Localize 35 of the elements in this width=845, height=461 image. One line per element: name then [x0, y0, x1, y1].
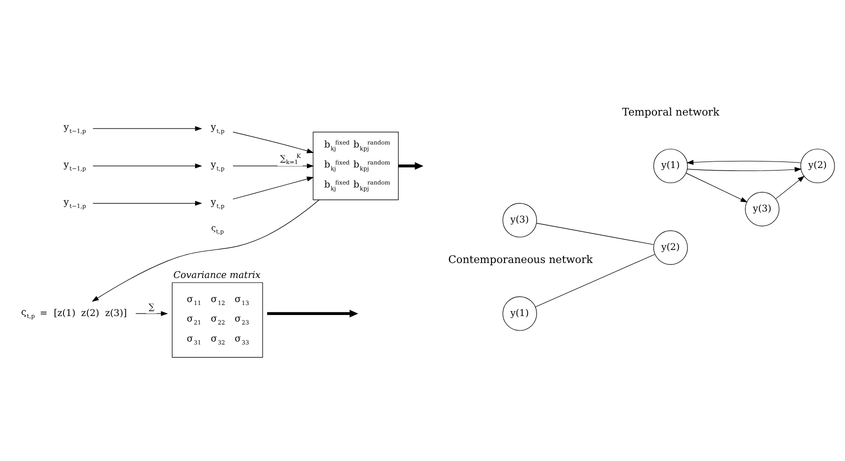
arrow: [686, 166, 802, 172]
connector: [534, 254, 655, 307]
label: Temporal network: [622, 106, 719, 118]
label: Contemporaneous network: [448, 254, 592, 266]
node-text: y$_{t,p}$: [210, 122, 224, 135]
node-text: y$_{t,p}$: [210, 159, 224, 172]
arrow: [135, 310, 168, 316]
arrow: [92, 162, 202, 168]
node-text: y$_{t−1,p}$: [63, 159, 86, 172]
arrow: [92, 200, 202, 206]
arrow: [685, 172, 748, 202]
connector: [536, 222, 654, 244]
arrow: [686, 159, 801, 164]
arrow: [398, 162, 423, 170]
arrow: [775, 175, 804, 198]
node-text: y$_{t−1,p}$: [63, 196, 86, 210]
node-circle: y(3): [744, 191, 779, 226]
node-circle: y(2): [652, 230, 688, 264]
arrow: [92, 126, 202, 131]
node-circle: y(2): [800, 148, 834, 183]
arrow: [91, 199, 319, 302]
node-text: y$_{t,p}$: [210, 196, 224, 210]
node-circle: y(3): [502, 202, 536, 237]
node-circle: y(1): [502, 296, 536, 330]
node-label: Covariance matrix: [172, 269, 260, 280]
arrow: [232, 131, 314, 153]
arrow: [232, 176, 314, 199]
edge-label: ∑: [148, 300, 154, 311]
node-text: ς$_{t,p}$ = [z(1) z(2) z(3)]: [20, 306, 126, 320]
node-box: σ$_{11}$ σ$_{12}$ σ$_{13}$ σ$_{21}$ σ$_{22}$ σ$_{23}$ σ$_{31}$ σ$_{32}$ σ$_{33}$: [171, 282, 262, 358]
arrow: [232, 162, 314, 168]
edge-label: ς$_{t,p}$: [210, 222, 224, 236]
node-circle: y(1): [652, 148, 688, 183]
arrow: [266, 309, 358, 317]
node-text: y$_{t−1,p}$: [63, 122, 86, 135]
